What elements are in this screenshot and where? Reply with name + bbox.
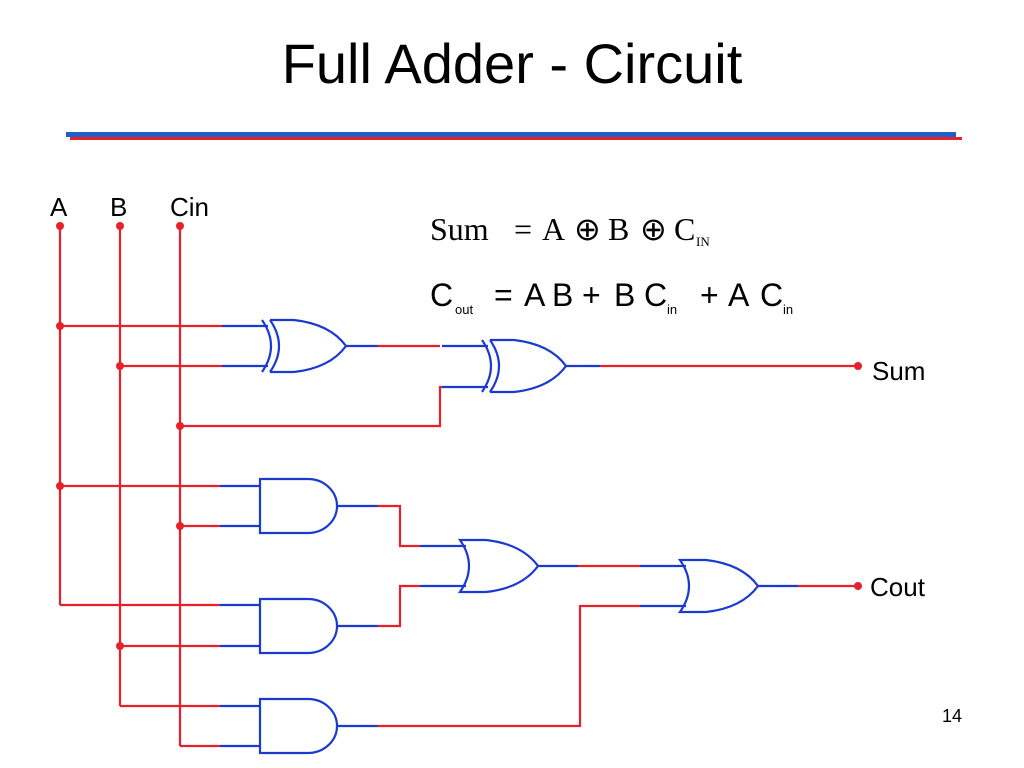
terminal-sum [854,362,862,370]
sum-eq-xor1: ⊕ [574,211,601,247]
sum-equation: Sum = A ⊕ B ⊕ C IN [430,211,710,249]
cout-eq-t2c: C [644,277,667,313]
junction [56,322,64,330]
terminal-a [56,222,64,230]
junction [116,642,124,650]
terminal-cout [854,582,862,590]
cout-eq-equals: = [494,277,513,313]
junction [116,362,124,370]
sum-eq-xor2: ⊕ [640,211,667,247]
cout-eq-t3c: C [760,277,783,313]
junction [176,522,184,530]
wire-and3-to-or2 [378,604,640,728]
page-number: 14 [941,706,962,726]
sum-eq-c-sub: IN [696,234,710,249]
junction-dots [56,222,862,650]
sum-eq-a: A [542,211,565,247]
cout-eq-lhs: C [430,277,453,313]
terminal-cin [176,222,184,230]
xor-gate-1 [222,318,378,374]
sum-eq-lhs: Sum [430,211,489,247]
input-label-b: B [110,192,127,222]
gates [220,318,798,755]
or-gate-2 [640,558,798,614]
title-rule-blue [66,132,956,137]
input-label-cin: Cin [170,192,209,222]
and-gate-1 [220,477,378,535]
cout-eq-t2c-sub: in [667,302,677,317]
title-rule-red [70,137,962,140]
sum-eq-equals: = [514,211,532,247]
input-label-a: A [50,192,68,222]
slide-title: Full Adder - Circuit [281,32,743,95]
wire-and1-to-or1 [378,504,420,548]
terminal-b [116,222,124,230]
cout-eq-t3c-sub: in [783,302,793,317]
output-label-sum: Sum [872,356,925,386]
sum-eq-c: C [674,211,695,247]
cout-eq-plus1: + [582,277,601,313]
cout-eq-lhs-sub: out [455,302,473,317]
and-gate-2 [220,597,378,655]
wire-cin-to-xor2 [180,385,442,428]
output-label-cout: Cout [870,572,926,602]
or-gate-1 [420,538,578,594]
cout-eq-t1b: B [552,277,573,313]
junction [176,422,184,430]
and-gate-3 [220,697,378,755]
cout-eq-t3a: A [728,277,750,313]
cout-equation: C out = A B + B C in + A C in [430,277,793,317]
wire-and2-to-or1 [378,584,420,628]
cout-eq-t1a: A [524,277,546,313]
junction [56,482,64,490]
red-wires [58,226,858,748]
xor-gate-2 [442,338,600,394]
cout-eq-t2a: B [614,277,635,313]
sum-eq-b: B [608,211,629,247]
cout-eq-plus2: + [700,277,719,313]
